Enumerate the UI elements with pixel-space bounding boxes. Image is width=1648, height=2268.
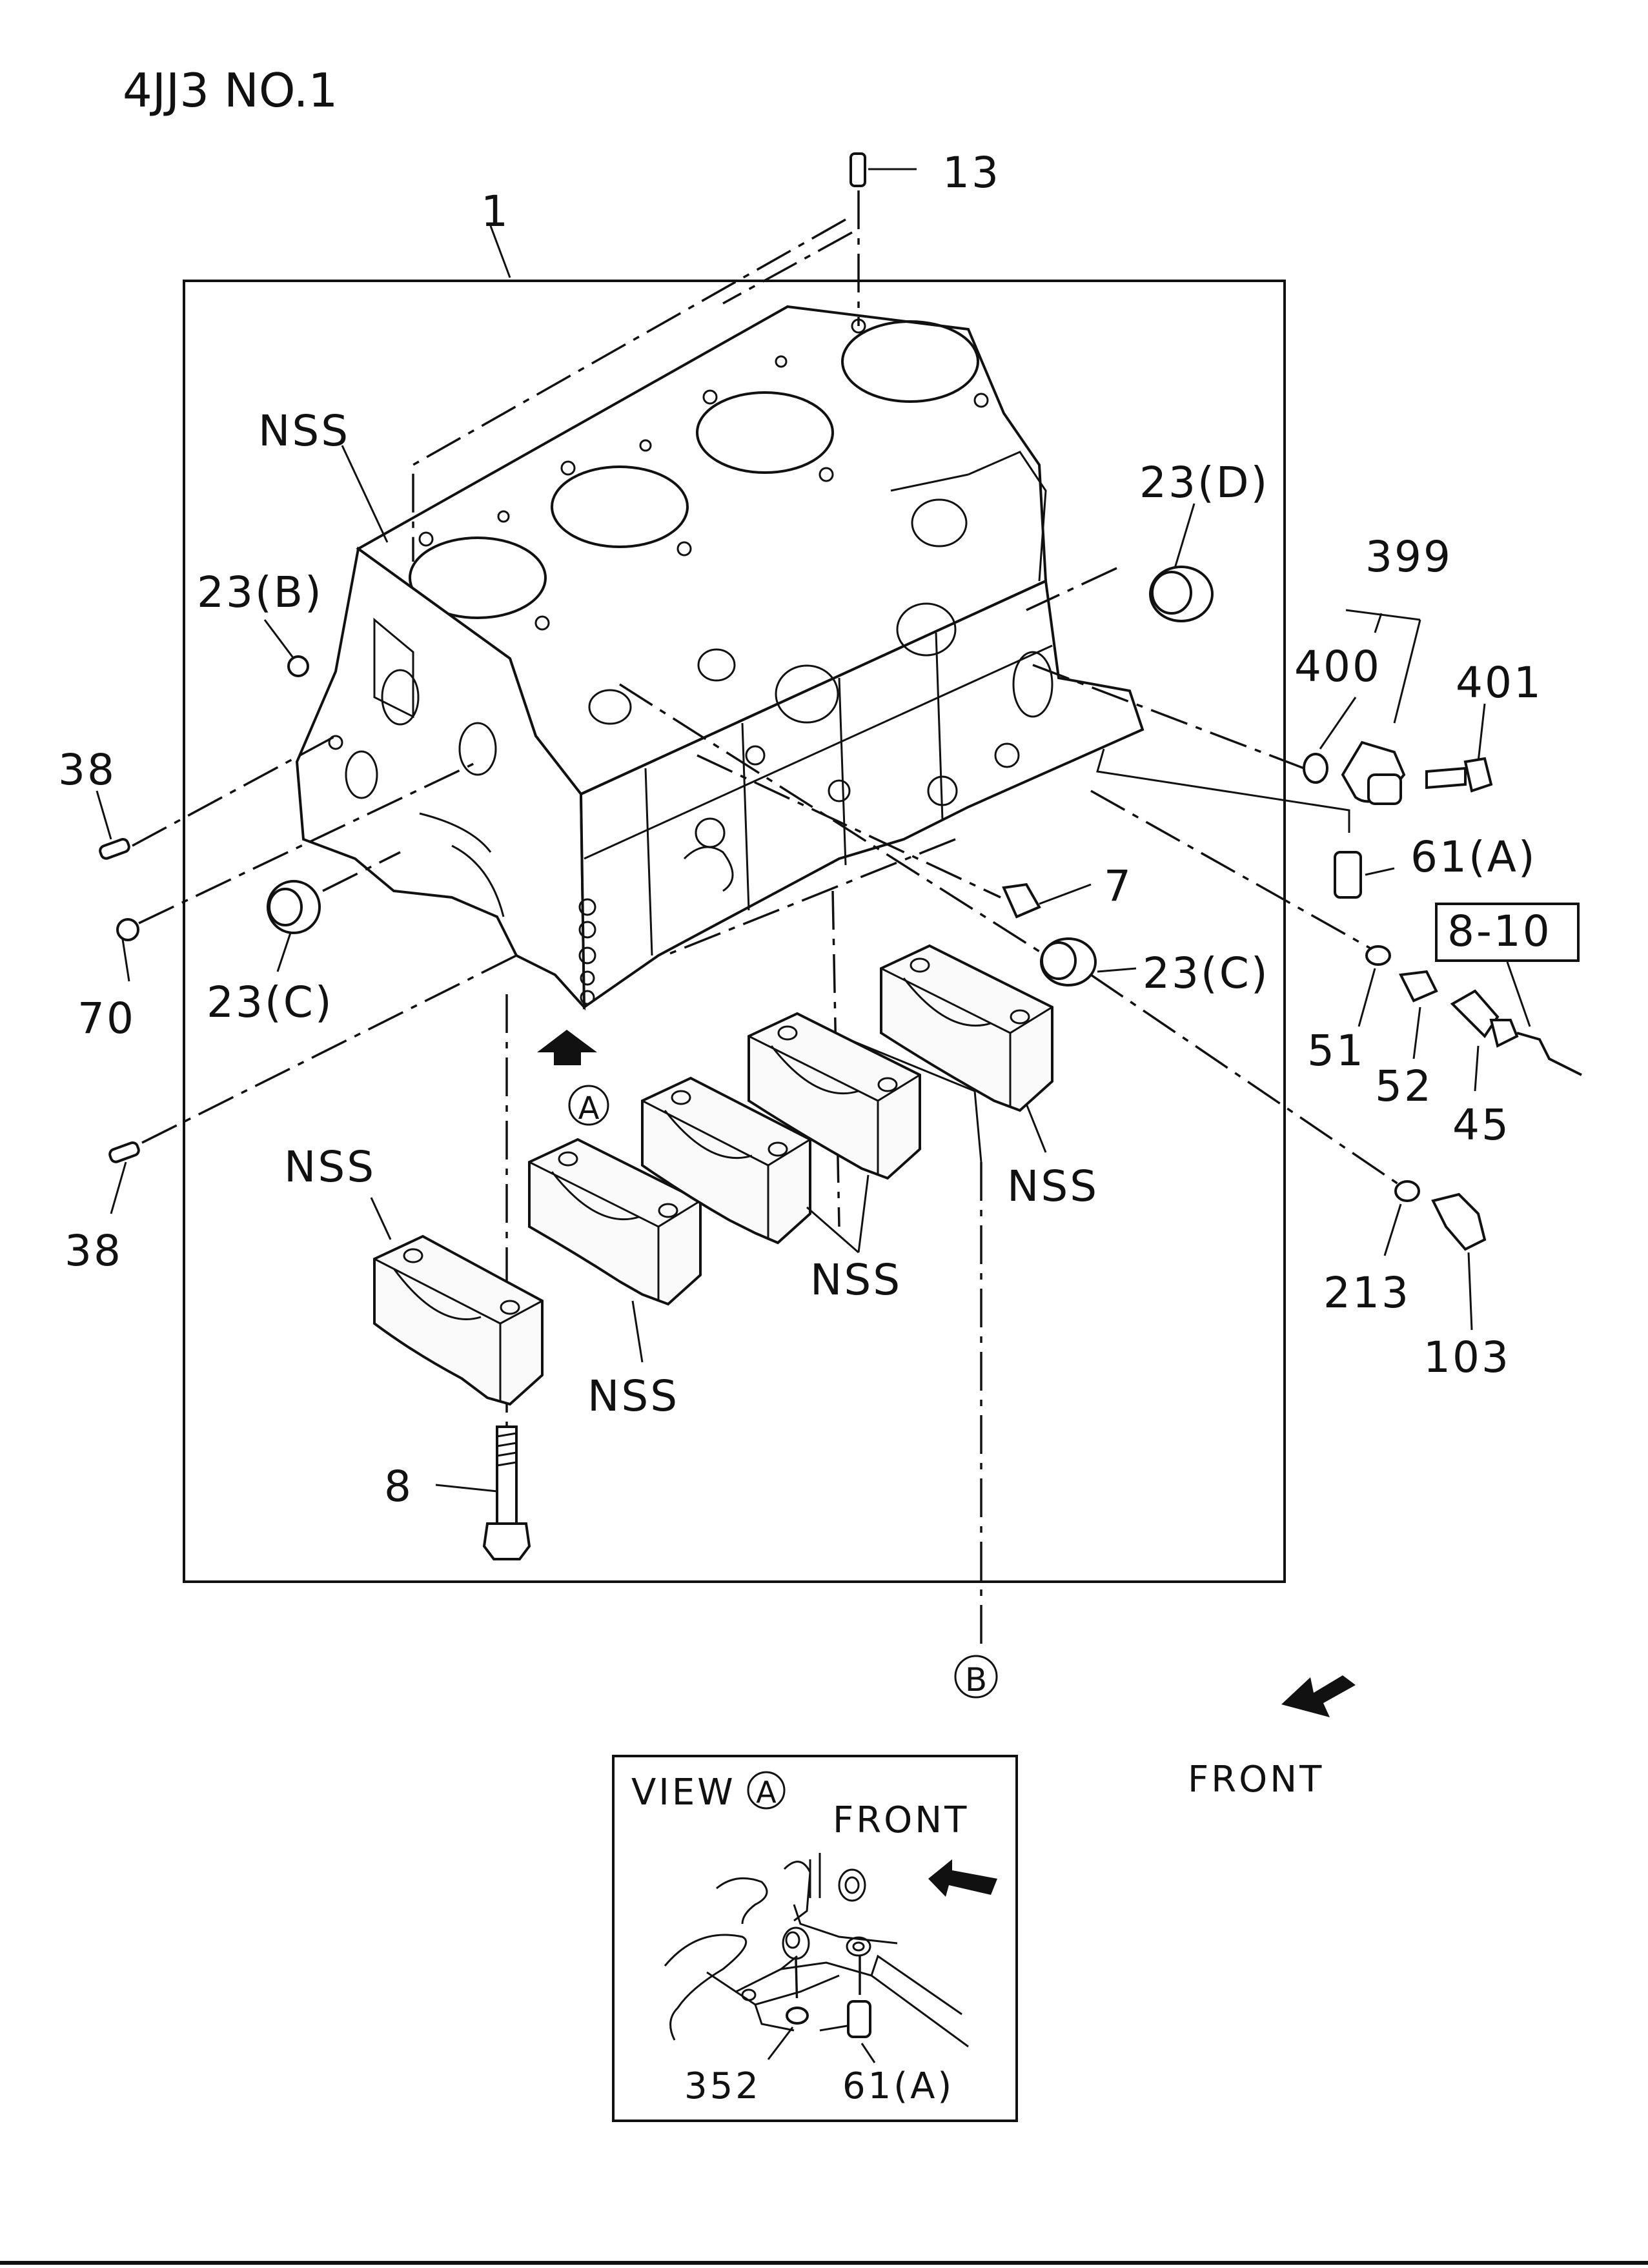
callout-61a: 61(A) xyxy=(1410,832,1537,882)
leader-lines xyxy=(96,152,1582,1646)
callout-23d: 23(D) xyxy=(1139,458,1269,507)
view-a-callout-61a: 61(A) xyxy=(842,2065,954,2107)
callout-400: 400 xyxy=(1294,642,1381,691)
front-label: FRONT xyxy=(1188,1759,1324,1801)
cap-bolt xyxy=(435,1425,531,1560)
callout-38-lower: 38 xyxy=(65,1226,123,1276)
callout-51: 51 xyxy=(1307,1026,1365,1076)
callout-13: 13 xyxy=(942,148,1001,198)
callout-1: 1 xyxy=(481,187,510,236)
callout-213: 213 xyxy=(1323,1268,1410,1318)
front-indicator: FRONT xyxy=(1188,1675,1356,1801)
diagram-title: 4JJ3 NO.1 xyxy=(123,63,338,117)
callout-23b: 23(B) xyxy=(197,567,323,617)
callout-nss-block: NSS xyxy=(258,406,350,456)
callout-nss-cap-right: NSS xyxy=(1007,1161,1099,1211)
callout-399: 399 xyxy=(1365,532,1452,582)
view-a-marker: A xyxy=(756,1775,777,1810)
cylinder-block xyxy=(295,305,1144,1011)
marker-a: A xyxy=(568,1085,609,1127)
callout-23c-left: 23(C) xyxy=(207,977,334,1027)
view-a-title: VIEW xyxy=(631,1772,736,1813)
callout-7: 7 xyxy=(1104,861,1133,911)
svg-text:A: A xyxy=(578,1090,600,1127)
front-arrow-icon xyxy=(1281,1675,1356,1717)
view-a-callout-352: 352 xyxy=(684,2065,761,2107)
view-a-inset: VIEW A FRONT 352 xyxy=(612,1755,1018,2122)
callout-23c-right: 23(C) xyxy=(1143,948,1270,998)
callout-nss-cap-center: NSS xyxy=(810,1255,902,1305)
callout-70: 70 xyxy=(77,994,136,1043)
callout-nss-cap-mid: NSS xyxy=(587,1371,679,1421)
view-arrow xyxy=(537,1030,597,1065)
callout-38-upper: 38 xyxy=(58,745,116,795)
bearing-caps xyxy=(370,944,1053,1406)
callout-8: 8 xyxy=(384,1462,413,1511)
view-a-front-arrow-icon xyxy=(928,1859,997,1897)
callout-52: 52 xyxy=(1375,1061,1433,1111)
callout-401: 401 xyxy=(1456,658,1543,708)
callout-8-10: 8-10 xyxy=(1447,906,1552,956)
callout-45: 45 xyxy=(1452,1100,1511,1150)
view-a-front-label: FRONT xyxy=(833,1799,969,1841)
svg-text:B: B xyxy=(965,1661,987,1699)
marker-b: B xyxy=(954,1655,998,1699)
callout-103: 103 xyxy=(1423,1333,1511,1382)
callout-nss-cap-left: NSS xyxy=(284,1142,376,1192)
main-frame xyxy=(183,280,1286,1583)
callout-labels: 1 13 NSS 23(D) 399 400 401 23(B) 38 70 2… xyxy=(58,148,1552,1511)
